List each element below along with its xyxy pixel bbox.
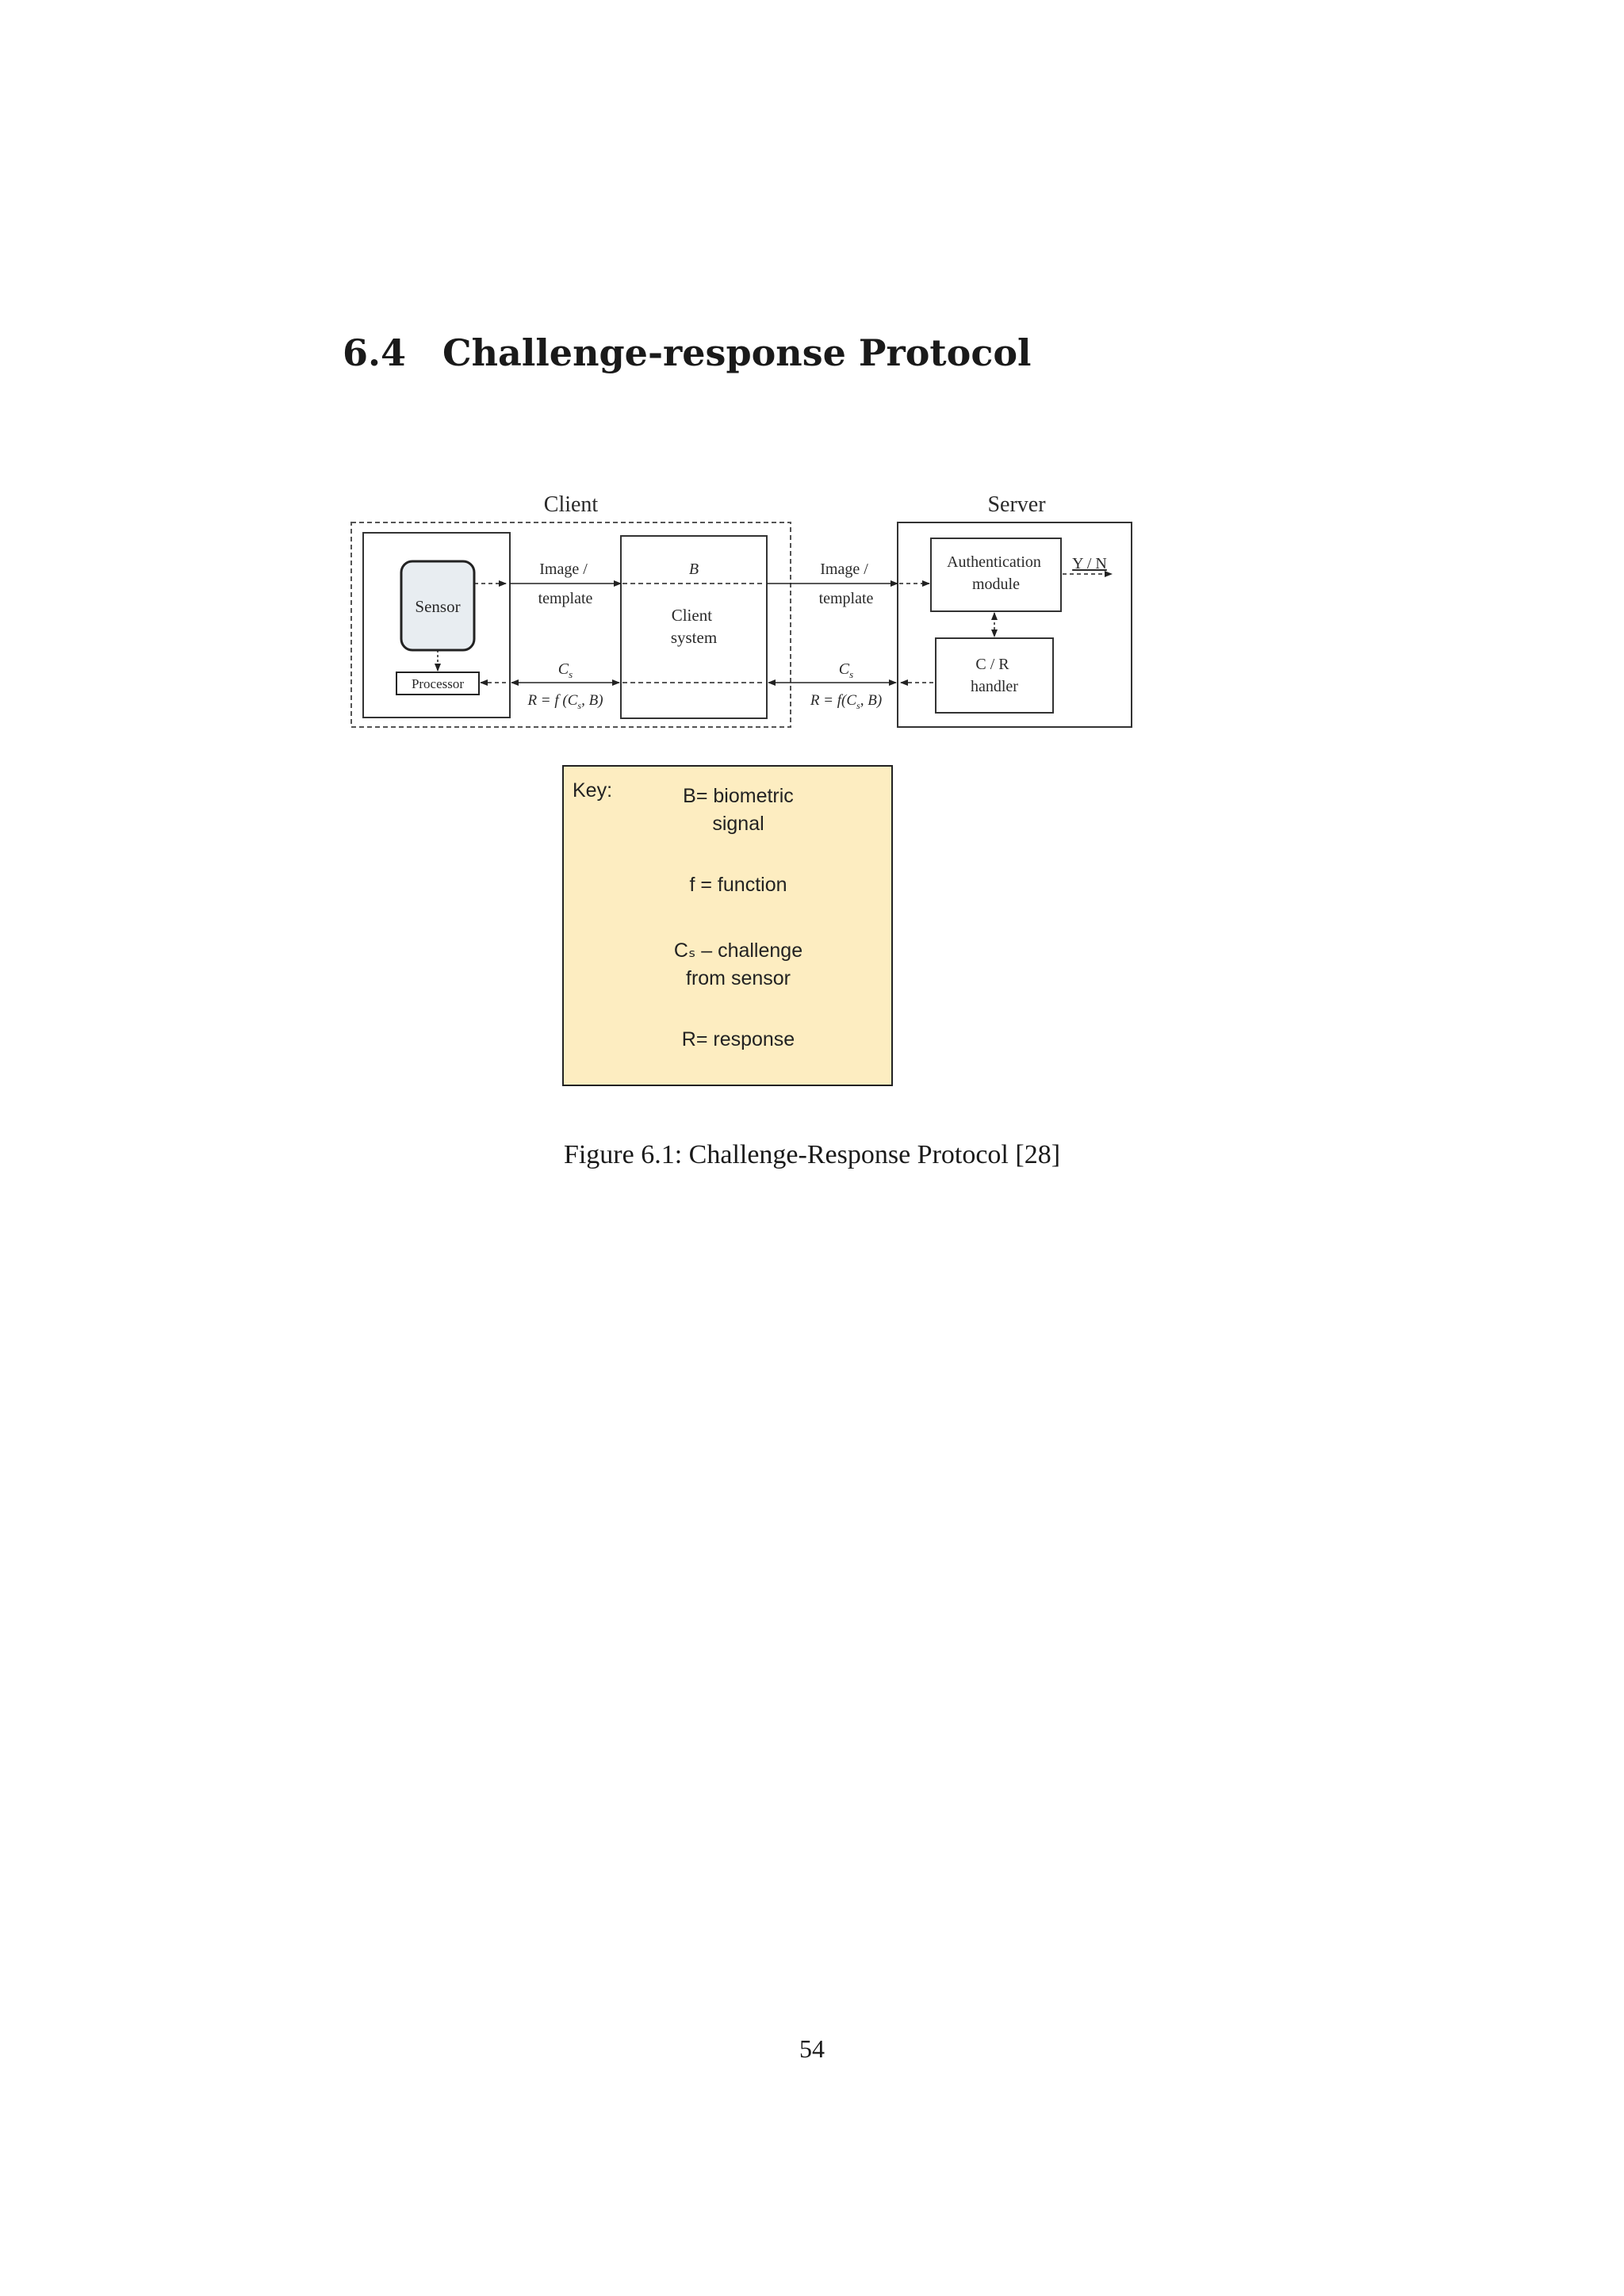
challenge-response-diagram: Client Server Sensor Processor Client sy… bbox=[350, 492, 1132, 728]
key-item-cs: Cₛ – challenge from sensor bbox=[643, 937, 833, 993]
r-function-1-sub: s bbox=[577, 700, 581, 711]
key-item-r: R= response bbox=[643, 1026, 833, 1054]
r-function-1: R = f (Cs, B) bbox=[527, 692, 603, 711]
cs-label-1-sub: s bbox=[569, 668, 573, 680]
image-template-2-line-2: template bbox=[819, 590, 874, 607]
cs-label-2-sub: s bbox=[849, 668, 853, 680]
auth-module-line-2: module bbox=[972, 576, 1020, 593]
page-number: 54 bbox=[799, 2034, 825, 2063]
cs-label-1-main: C bbox=[558, 660, 569, 678]
key-item-f: f = function bbox=[643, 871, 833, 899]
image-template-2: Image / template bbox=[819, 561, 874, 607]
r-function-1-end: , B) bbox=[581, 692, 603, 709]
server-label: Server bbox=[987, 492, 1046, 517]
image-template-1-line-1: Image / bbox=[539, 561, 588, 578]
caption-prefix: Figure 6.1: bbox=[563, 1140, 683, 1169]
client-boundary bbox=[350, 522, 791, 728]
key-cs-line-1: Cₛ – challenge bbox=[673, 939, 803, 962]
r-function-1-main: R = f (C bbox=[527, 692, 577, 709]
key-f-line-1: f = function bbox=[689, 874, 787, 896]
client-system-line-1: Client bbox=[672, 606, 712, 625]
cr-handler-label: C / R handler bbox=[971, 656, 1018, 695]
processor-box bbox=[396, 672, 480, 695]
cr-handler-line-1: C / R bbox=[975, 656, 1009, 673]
key-legend: Key: B= biometric signal f = function Cₛ… bbox=[562, 765, 893, 1086]
cr-handler-line-2: handler bbox=[971, 678, 1018, 695]
key-label: Key: bbox=[573, 779, 613, 802]
client-system-box bbox=[620, 535, 768, 719]
r-function-2: R = f(Cs, B) bbox=[810, 692, 882, 711]
b-label: B bbox=[689, 561, 699, 578]
figure-caption: Figure 6.1: Challenge-Response Protocol … bbox=[0, 1140, 1624, 1170]
key-b-line-1: B= biometric bbox=[683, 785, 794, 807]
server-boundary bbox=[897, 522, 1132, 728]
r-function-2-end: , B) bbox=[860, 692, 882, 709]
client-system-line-2: system bbox=[671, 628, 717, 647]
yn-label: Y / N bbox=[1072, 555, 1107, 572]
processor-label: Processor bbox=[412, 676, 464, 691]
section-title: Challenge-response Protocol bbox=[442, 331, 1032, 374]
client-system-label: Client system bbox=[671, 606, 717, 647]
sensor-label: Sensor bbox=[415, 597, 460, 616]
client-label: Client bbox=[544, 492, 599, 517]
auth-module-line-1: Authentication bbox=[947, 553, 1041, 571]
auth-module-box bbox=[930, 538, 1062, 612]
key-cs-line-2: from sensor bbox=[686, 967, 791, 989]
client-inner-region bbox=[362, 532, 511, 718]
section-number: 6.4 bbox=[343, 331, 407, 374]
key-r-line-1: R= response bbox=[681, 1028, 795, 1050]
cs-label-1: Cs bbox=[558, 660, 573, 680]
image-template-2-line-1: Image / bbox=[820, 561, 868, 578]
cs-label-2: Cs bbox=[839, 660, 853, 680]
cs-label-2-main: C bbox=[839, 660, 850, 678]
r-function-2-sub: s bbox=[856, 700, 860, 711]
key-item-b: B= biometric signal bbox=[643, 783, 833, 838]
caption-text: Challenge-Response Protocol [28] bbox=[688, 1140, 1061, 1169]
cr-handler-box bbox=[935, 637, 1054, 714]
r-function-2-main: R = f(C bbox=[810, 692, 857, 709]
auth-module-label: Authentication module bbox=[947, 553, 1045, 593]
key-b-line-2: signal bbox=[712, 813, 764, 835]
image-template-1: Image / template bbox=[538, 561, 593, 607]
image-template-1-line-2: template bbox=[538, 590, 593, 607]
